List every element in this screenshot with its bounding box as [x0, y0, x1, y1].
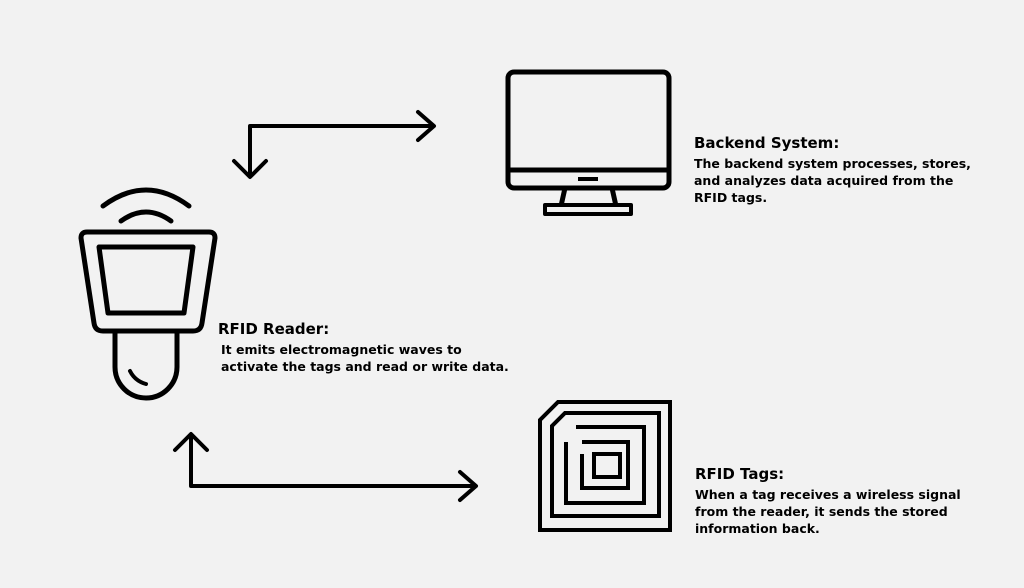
backend-system-title: Backend System:	[694, 134, 840, 152]
backend-system-description: The backend system processes, stores, an…	[694, 155, 1004, 206]
reader-backend-arrow-icon	[232, 110, 436, 179]
description-line: and analyzes data acquired from the	[694, 173, 954, 188]
rfid-reader-title: RFID Reader:	[218, 320, 330, 338]
computer-monitor-icon	[505, 69, 672, 216]
description-line: It emits electromagnetic waves to	[221, 342, 462, 357]
rfid-tags-description: When a tag receives a wireless signal fr…	[695, 486, 995, 537]
description-line: from the reader, it sends the stored	[695, 504, 948, 519]
description-line: When a tag receives a wireless signal	[695, 487, 961, 502]
description-line: RFID tags.	[694, 190, 768, 205]
rfid-reader-description: It emits electromagnetic waves to activa…	[218, 341, 538, 375]
description-line: activate the tags and read or write data…	[221, 359, 509, 374]
rfid-tags-title: RFID Tags:	[695, 465, 785, 483]
rfid-reader-icon	[78, 187, 218, 401]
backend-system-label: Backend System: The backend system proce…	[694, 134, 1004, 206]
reader-tags-arrow-icon	[173, 432, 478, 502]
rfid-reader-label: RFID Reader: It emits electromagnetic wa…	[218, 320, 538, 375]
description-line: The backend system processes, stores,	[694, 156, 971, 171]
rfid-tags-label: RFID Tags: When a tag receives a wireles…	[695, 465, 995, 537]
description-line: information back.	[695, 521, 820, 536]
rfid-tag-icon	[538, 400, 672, 532]
